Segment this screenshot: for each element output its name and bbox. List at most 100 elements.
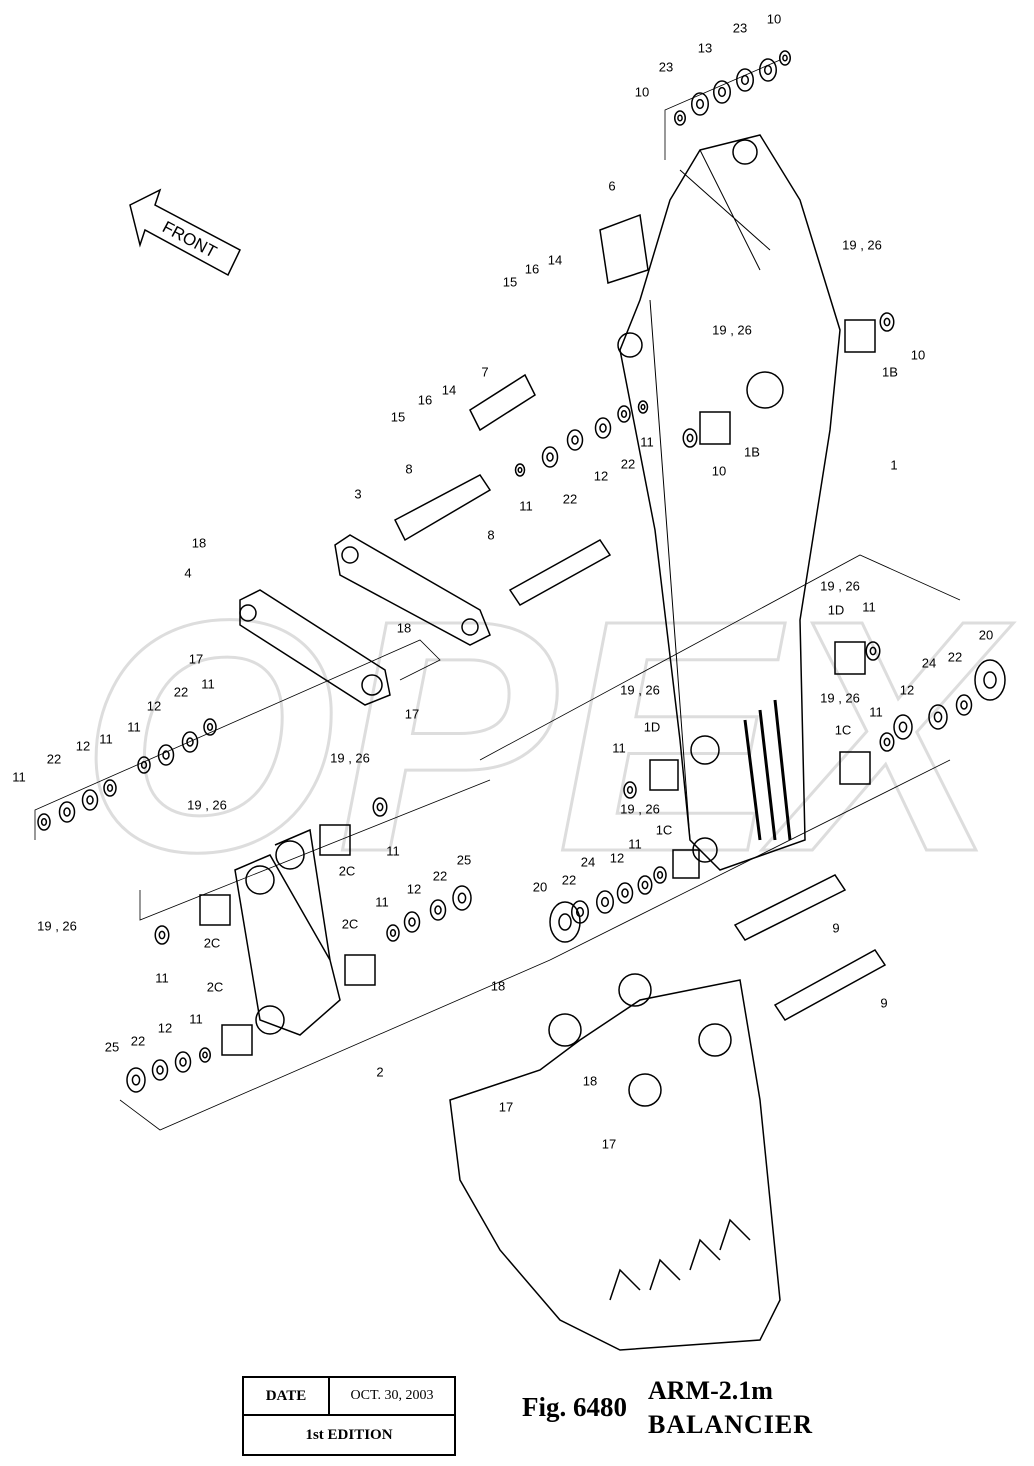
washer xyxy=(429,899,447,921)
washer xyxy=(713,80,731,104)
callout-1926: 19 , 26 xyxy=(820,690,860,706)
washer xyxy=(928,704,948,730)
callout-11: 11 xyxy=(375,894,389,910)
washer xyxy=(151,1059,169,1081)
washer xyxy=(893,714,913,740)
washer xyxy=(81,789,99,811)
callout-20: 20 xyxy=(532,879,548,895)
callout-22: 22 xyxy=(432,868,448,884)
washer xyxy=(865,641,881,661)
washer xyxy=(759,58,777,82)
callout-11: 11 xyxy=(12,769,26,785)
callout-9: 9 xyxy=(880,995,888,1011)
callout-16: 16 xyxy=(417,392,433,408)
washer xyxy=(103,779,117,797)
guide-lines xyxy=(34,59,961,1131)
callout-18: 18 xyxy=(191,535,207,551)
callout-16: 16 xyxy=(524,261,540,277)
edition: 1st EDITION xyxy=(305,1426,393,1443)
washer xyxy=(514,463,526,477)
callout-11: 11 xyxy=(612,740,626,756)
washer xyxy=(594,417,612,439)
callout-17: 17 xyxy=(498,1099,514,1115)
bucket xyxy=(449,979,781,1351)
callout-10: 10 xyxy=(711,463,727,479)
callout-1C: 1C xyxy=(655,822,673,838)
pin-9-lower xyxy=(773,949,887,1021)
callout-22: 22 xyxy=(46,751,62,767)
callout-22: 22 xyxy=(561,872,577,888)
washer xyxy=(617,405,631,423)
callout-3: 3 xyxy=(354,486,362,502)
callout-11: 11 xyxy=(201,676,215,692)
callout-15: 15 xyxy=(390,409,406,425)
date-edition-box: DATE OCT. 30, 2003 1st EDITION xyxy=(242,1376,456,1456)
washer xyxy=(157,744,175,766)
callout-9: 9 xyxy=(832,920,840,936)
callout-11: 11 xyxy=(99,731,113,747)
pin-7 xyxy=(469,373,536,432)
bushings xyxy=(199,319,876,1056)
callout-10: 10 xyxy=(910,347,926,363)
callout-1D: 1D xyxy=(643,719,661,735)
callout-12: 12 xyxy=(146,698,162,714)
washer xyxy=(37,813,51,831)
callout-1926: 19 , 26 xyxy=(187,797,227,813)
washer xyxy=(549,901,581,943)
callout-10: 10 xyxy=(766,11,782,27)
washer xyxy=(541,446,559,468)
figure-subtitle: BALANCIER xyxy=(648,1410,814,1439)
callout-23: 23 xyxy=(732,20,748,36)
callout-17: 17 xyxy=(404,706,420,722)
date-value: OCT. 30, 2003 xyxy=(350,1388,434,1403)
callout-24: 24 xyxy=(921,655,937,671)
callout-22: 22 xyxy=(562,491,578,507)
watermark: OPEX xyxy=(80,551,1014,920)
callout-1926: 19 , 26 xyxy=(620,682,660,698)
callout-14: 14 xyxy=(441,382,457,398)
link-3 xyxy=(334,534,491,646)
callout-25: 25 xyxy=(104,1039,120,1055)
callout-18: 18 xyxy=(582,1073,598,1089)
washer xyxy=(653,866,667,884)
callout-12: 12 xyxy=(75,738,91,754)
callout-11: 11 xyxy=(155,970,169,986)
callout-1926: 19 , 26 xyxy=(620,801,660,817)
callout-11: 11 xyxy=(640,434,654,450)
washer xyxy=(203,718,217,736)
callout-1B: 1B xyxy=(744,444,760,460)
callout-22: 22 xyxy=(947,649,963,665)
date-label: DATE xyxy=(244,1378,330,1414)
callout-12: 12 xyxy=(899,682,915,698)
washer xyxy=(879,732,895,752)
link-4 xyxy=(239,589,391,706)
link-2 xyxy=(234,854,341,1036)
washer xyxy=(154,925,170,945)
washer xyxy=(566,429,584,451)
callout-23: 23 xyxy=(658,59,674,75)
callout-1926: 19 , 26 xyxy=(820,578,860,594)
figure-number: Fig. 6480 xyxy=(522,1392,627,1422)
callout-8: 8 xyxy=(487,527,495,543)
washer xyxy=(386,924,400,942)
callout-11: 11 xyxy=(869,704,883,720)
callout-1926: 19 , 26 xyxy=(37,918,77,934)
callout-2: 2 xyxy=(376,1064,384,1080)
callout-14: 14 xyxy=(547,252,563,268)
front-arrow-icon xyxy=(129,188,241,277)
callout-1B: 1B xyxy=(882,364,898,380)
callout-17: 17 xyxy=(188,651,204,667)
callout-12: 12 xyxy=(157,1020,173,1036)
washer xyxy=(452,885,472,911)
callout-11: 11 xyxy=(386,843,400,859)
callout-22: 22 xyxy=(173,684,189,700)
callout-10: 10 xyxy=(634,84,650,100)
washer xyxy=(879,312,895,332)
callout-1C: 1C xyxy=(834,722,852,738)
callout-6: 6 xyxy=(608,178,616,194)
callout-22: 22 xyxy=(130,1033,146,1049)
callout-7: 7 xyxy=(481,364,489,380)
washer xyxy=(637,400,649,414)
callout-1: 1 xyxy=(890,457,898,473)
washer xyxy=(736,68,754,92)
